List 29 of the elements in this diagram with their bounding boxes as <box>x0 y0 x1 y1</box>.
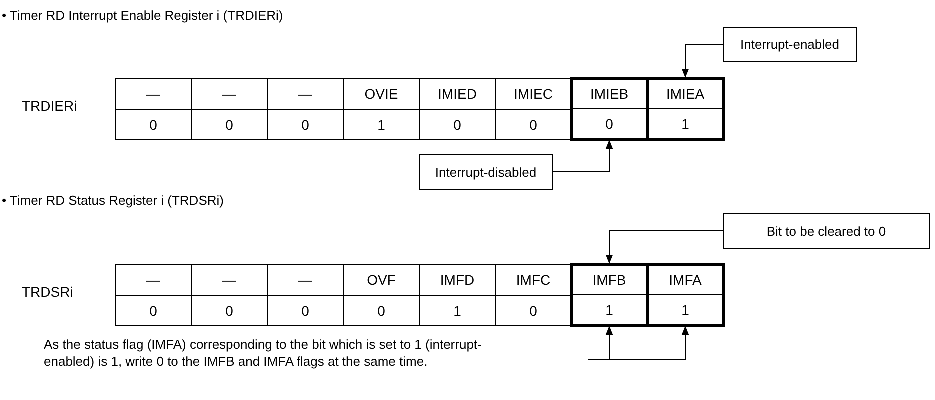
explanation-note: As the status flag (IMFA) corresponding to the bit which is set to 1 (interrupt-enabled) is 1, write 0 to the IMFB and IMFA flags at the same time. <box>44 336 483 370</box>
arrow <box>552 140 614 172</box>
bit-name-cell: — <box>115 264 192 296</box>
arrow <box>588 326 690 360</box>
arrow <box>606 230 724 264</box>
callout-box <box>419 154 553 190</box>
bit-value: 1 <box>680 300 690 320</box>
bit-value: 1 <box>680 114 690 134</box>
bit-value-cell: 0 <box>115 109 192 140</box>
bit-name-cell: — <box>115 78 192 110</box>
callout-text: Interrupt-enabled <box>740 37 840 52</box>
callout-box <box>723 27 857 62</box>
callout-text: Bit to be cleared to 0 <box>766 224 886 238</box>
bit-name: IMFA <box>649 266 722 295</box>
bit-value: 0 <box>604 114 614 134</box>
highlighted-bit-column <box>570 263 649 327</box>
section-heading: • Timer RD Status Register i (TRDSRi) <box>2 193 224 208</box>
arrow <box>682 44 724 78</box>
callout-text: Interrupt-disabled <box>435 164 537 180</box>
callout-box <box>723 213 930 249</box>
bit-value-cell: 0 <box>115 295 192 326</box>
highlighted-bit-column <box>646 263 725 327</box>
highlighted-bit-column <box>646 77 725 141</box>
bit-name: IMIEA <box>649 80 722 109</box>
bit-value: 1 <box>604 300 614 320</box>
section-heading: • Timer RD Interrupt Enable Register i (TRDIERi) <box>2 8 284 23</box>
register-name: TRDSRi <box>22 284 74 300</box>
register-name: TRDIERi <box>22 98 78 114</box>
highlighted-bit-column <box>570 77 649 141</box>
